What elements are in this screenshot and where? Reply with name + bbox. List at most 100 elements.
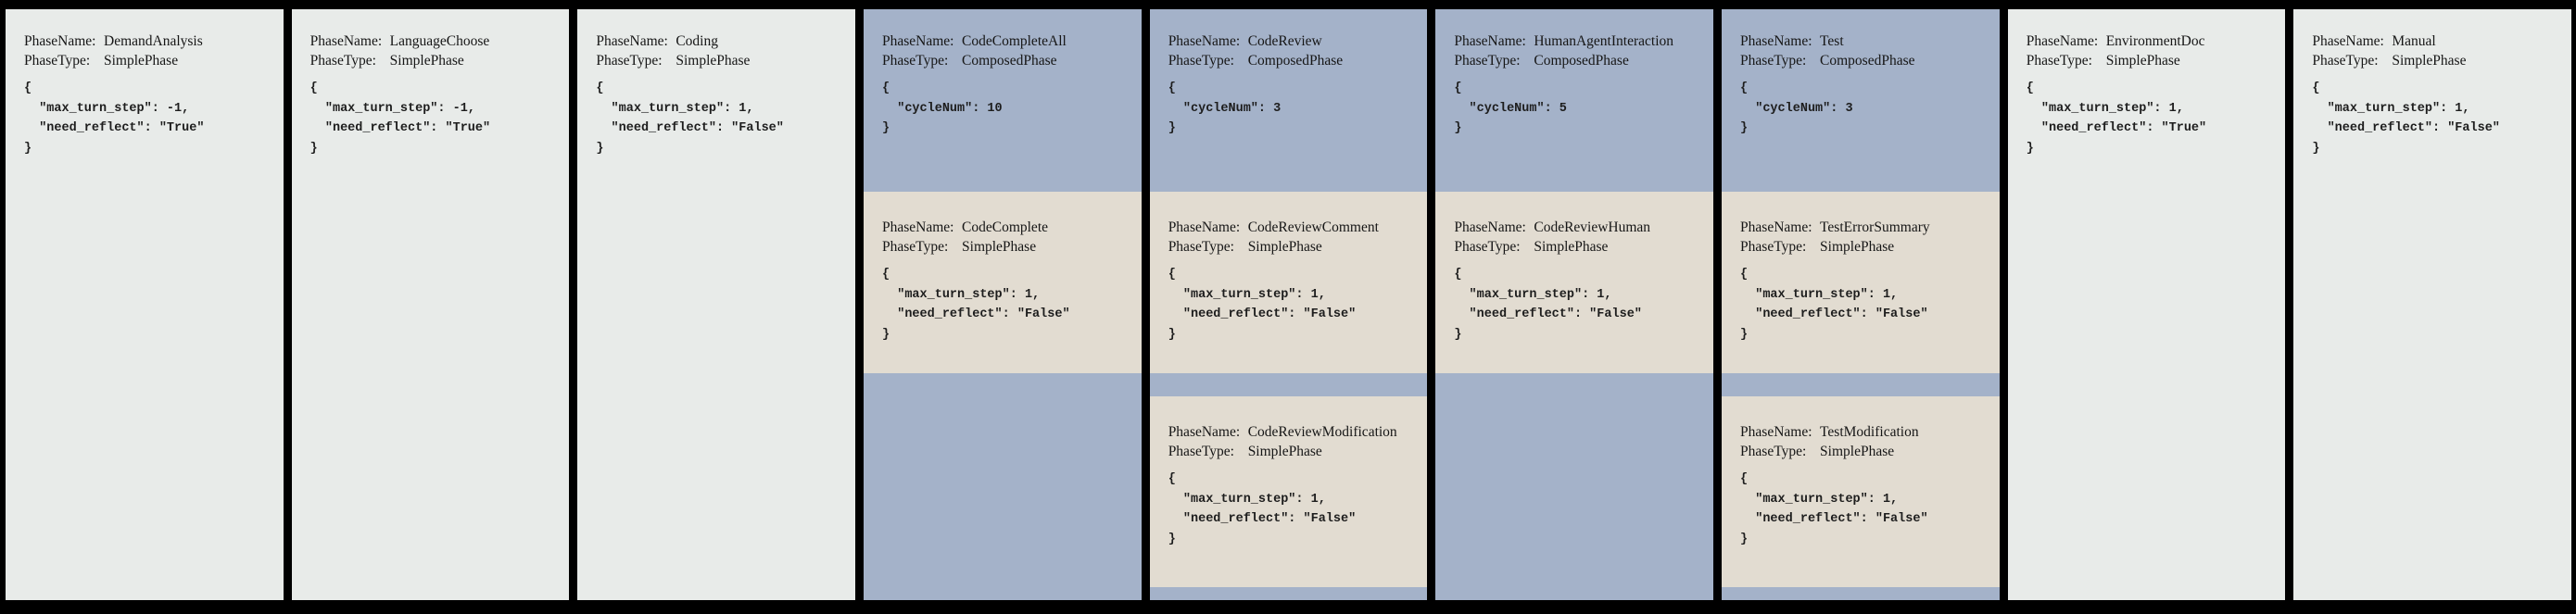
phase-type-label: PhaseType: [1168, 238, 1234, 255]
phase-type-row: PhaseType: SimplePhase [1454, 238, 1704, 257]
phase-type-value: SimplePhase [962, 238, 1037, 255]
column-manual: PhaseName:Manual PhaseType:SimplePhase {… [2293, 9, 2572, 600]
phase-name-label: PhaseName: [882, 33, 954, 49]
phase-type-row: PhaseType: ComposedPhase [1740, 52, 1990, 71]
phase-type-value: SimplePhase [2105, 52, 2180, 69]
phase-config-json: { "max_turn_step": 1, "need_reflect": "F… [1740, 472, 1928, 546]
phase-type-row: PhaseType: SimplePhase [2312, 52, 2562, 71]
phase-config-json: { "cycleNum": 5 } [1454, 81, 1567, 135]
phase-box-code-complete-all: PhaseName: CodeCompleteAll PhaseType:Comp… [864, 9, 1142, 192]
phase-name-value: TestModification [1820, 424, 1919, 440]
phase-type-row: PhaseType:SimplePhase [310, 52, 561, 71]
phase-name-row: PhaseName:TestErrorSummary [1740, 219, 1990, 238]
column-environment-doc: PhaseName:EnvironmentDoc PhaseType:Simpl… [2007, 9, 2286, 600]
phase-name-value: LanguageChoose [389, 33, 490, 49]
composed-phase-gap [1150, 373, 1428, 396]
phase-type-row: PhaseType: SimplePhase [1168, 443, 1419, 462]
phase-type-row: PhaseType:ComposedPhase [882, 52, 1132, 71]
phase-name-value: CodeReview [1247, 33, 1322, 49]
phase-config-json: { "cycleNum": 10 } [882, 81, 1003, 135]
phase-name-label: PhaseName: [24, 33, 96, 49]
phase-type-value: ComposedPhase [962, 52, 1057, 69]
column-language-choose: PhaseName: LanguageChoose PhaseType:Simpl… [291, 9, 570, 600]
phase-name-label: PhaseName: [882, 219, 954, 235]
phase-name-label: PhaseName: [1454, 33, 1526, 49]
phase-config-json: { "cycleNum": 3 } [1740, 81, 1853, 135]
phase-type-label: PhaseType: [1740, 52, 1807, 69]
column-code-review: PhaseName:CodeReview PhaseType:ComposedP… [1149, 9, 1428, 600]
phase-type-label: PhaseType: [1740, 443, 1807, 459]
phase-config-json: { "max_turn_step": 1, "need_reflect": "F… [882, 268, 1070, 342]
phase-type-value: SimplePhase [1534, 238, 1609, 255]
phase-type-value: SimplePhase [1820, 238, 1895, 255]
phase-type-value: SimplePhase [1820, 443, 1895, 459]
phase-name-label: PhaseName: [1740, 424, 1812, 440]
phase-name-label: PhaseName: [1168, 33, 1241, 49]
phase-name-value: CodeReviewModification [1247, 424, 1397, 440]
phase-name-row: PhaseName: CodeReviewModification [1168, 423, 1419, 443]
phase-name-value: Test [1820, 33, 1844, 49]
phase-name-value: CodeReviewHuman [1534, 219, 1651, 235]
phase-config-json: { "max_turn_step": 1, "need_reflect": "F… [1740, 268, 1928, 342]
phase-type-label: PhaseType: [1740, 238, 1807, 255]
phase-type-row: PhaseType: SimplePhase [2027, 52, 2277, 71]
phase-box-demand-analysis: PhaseName:DemandAnalysis PhaseType:Simpl… [6, 9, 284, 158]
phase-name-row: PhaseName: LanguageChoose [310, 32, 561, 52]
phase-type-label: PhaseType: [24, 52, 91, 69]
phase-type-value: SimplePhase [676, 52, 751, 69]
phase-config-json: { "max_turn_step": 1, "need_reflect": "F… [1168, 472, 1357, 546]
phase-box-code-review-modification: PhaseName: CodeReviewModification PhaseTy… [1149, 396, 1428, 587]
phase-box-manual: PhaseName:Manual PhaseType:SimplePhase {… [2293, 9, 2571, 158]
phase-name-label: PhaseName: [1740, 219, 1812, 235]
phase-config-json: { "max_turn_step": 1, "need_reflect": "F… [2312, 81, 2500, 156]
phase-name-label: PhaseName: [1168, 219, 1241, 235]
phase-config-json: { "cycleNum": 3 } [1168, 81, 1282, 135]
composed-phase-filler [1150, 587, 1428, 600]
phase-name-row: PhaseName: CodeCompleteAll [882, 32, 1132, 52]
phase-type-label: PhaseType: [1168, 52, 1234, 69]
phase-type-label: PhaseType: [2312, 52, 2379, 69]
phase-type-row: PhaseType:ComposedPhase [1454, 52, 1704, 71]
phase-name-label: PhaseName: [2312, 33, 2384, 49]
phase-name-value: CodeComplete [962, 219, 1049, 235]
phase-name-row: PhaseName: TestModification [1740, 423, 1990, 443]
phase-box-test-modification: PhaseName: TestModification PhaseType: Sim… [1722, 396, 2000, 587]
phase-type-row: PhaseType: SimplePhase [1168, 238, 1419, 257]
phase-name-value: CodeReviewComment [1247, 219, 1379, 235]
phase-name-value: Coding [676, 33, 718, 49]
composed-phase-filler [1722, 587, 2000, 600]
phase-name-row: PhaseName:Test [1740, 32, 1990, 52]
phase-box-code-review-human: PhaseName:CodeReviewHuman PhaseType: Simp… [1435, 192, 1714, 373]
composed-phase-gap [1722, 373, 2000, 396]
phase-name-row: PhaseName:DemandAnalysis [24, 32, 274, 52]
phase-type-value: SimplePhase [1247, 238, 1322, 255]
composed-phase-filler [864, 373, 1142, 600]
phase-name-row: PhaseName:CodeReviewHuman [1454, 219, 1704, 238]
composed-phase-filler [1435, 373, 1713, 600]
phase-type-label: PhaseType: [2026, 52, 2092, 69]
phase-type-value: SimplePhase [1247, 443, 1322, 459]
phase-type-value: SimplePhase [2392, 52, 2467, 69]
phase-config-json: { "max_turn_step": -1, "need_reflect": "… [309, 81, 491, 156]
phase-type-label: PhaseType: [596, 52, 663, 69]
phase-config-json: { "max_turn_step": 1, "need_reflect": "F… [1168, 268, 1357, 342]
phase-name-label: PhaseName: [309, 33, 383, 49]
phase-name-label: PhaseName: [2026, 33, 2099, 49]
phase-config-json: { "max_turn_step": -1, "need_reflect": "… [24, 81, 205, 156]
phase-type-label: PhaseType: [1454, 52, 1521, 69]
phase-type-label: PhaseType: [882, 238, 949, 255]
phase-box-test: PhaseName:Test PhaseType: ComposedPhase {… [1722, 9, 2000, 192]
phase-type-label: PhaseType: [1168, 443, 1234, 459]
phase-box-code-review: PhaseName:CodeReview PhaseType:ComposedP… [1150, 9, 1428, 192]
column-test: PhaseName:Test PhaseType:ComposedPhase {… [1722, 9, 2000, 600]
phase-type-row: PhaseType: SimplePhase [1740, 443, 1990, 462]
column-demand-analysis: PhaseName:DemandAnalysis PhaseType:Simpl… [6, 9, 284, 600]
phase-name-label: PhaseName: [1168, 424, 1241, 440]
phase-name-value: CodeCompleteAll [962, 33, 1067, 49]
phase-config-json: { "max_turn_step": 1, "need_reflect": "F… [596, 81, 784, 156]
phase-name-row: PhaseName: CodeComplete [882, 219, 1132, 238]
phase-type-label: PhaseType: [1454, 238, 1521, 255]
phase-type-row: PhaseType: SimplePhase [882, 238, 1132, 257]
phase-type-value: ComposedPhase [1820, 52, 1915, 69]
